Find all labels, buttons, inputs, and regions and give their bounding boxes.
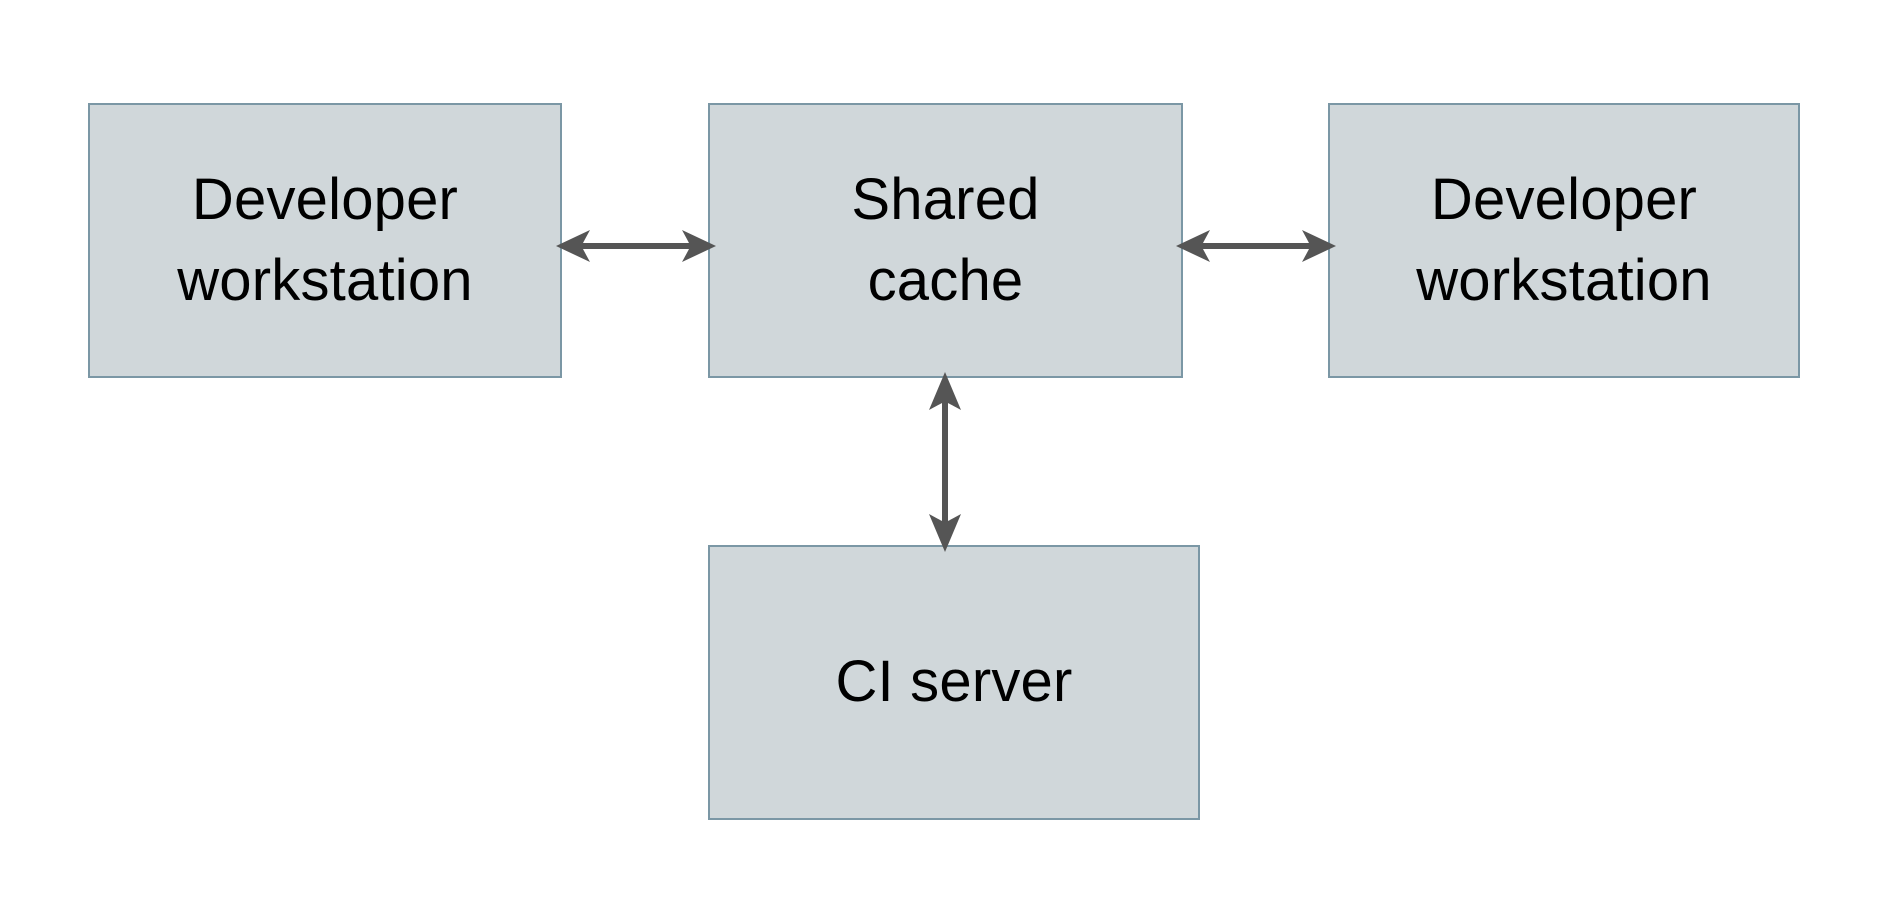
node-label: Developer workstation: [177, 167, 473, 313]
node-shared-cache[interactable]: Shared cache: [708, 103, 1183, 378]
double-arrow-horizontal-icon: [1176, 230, 1336, 262]
edge-shared-cache-to-developer-right[interactable]: [1176, 215, 1336, 277]
double-arrow-horizontal-icon: [556, 230, 716, 262]
node-developer-workstation-left[interactable]: Developer workstation: [88, 103, 562, 378]
node-label: Shared cache: [851, 167, 1040, 313]
node-label: Developer workstation: [1416, 167, 1712, 313]
node-ci-server[interactable]: CI server: [708, 545, 1200, 820]
edge-developer-left-to-shared-cache[interactable]: [556, 215, 716, 277]
node-label: CI server: [835, 649, 1073, 715]
node-developer-workstation-right[interactable]: Developer workstation: [1328, 103, 1800, 378]
edge-shared-cache-to-ci-server[interactable]: [914, 372, 976, 552]
double-arrow-vertical-icon: [929, 372, 961, 552]
